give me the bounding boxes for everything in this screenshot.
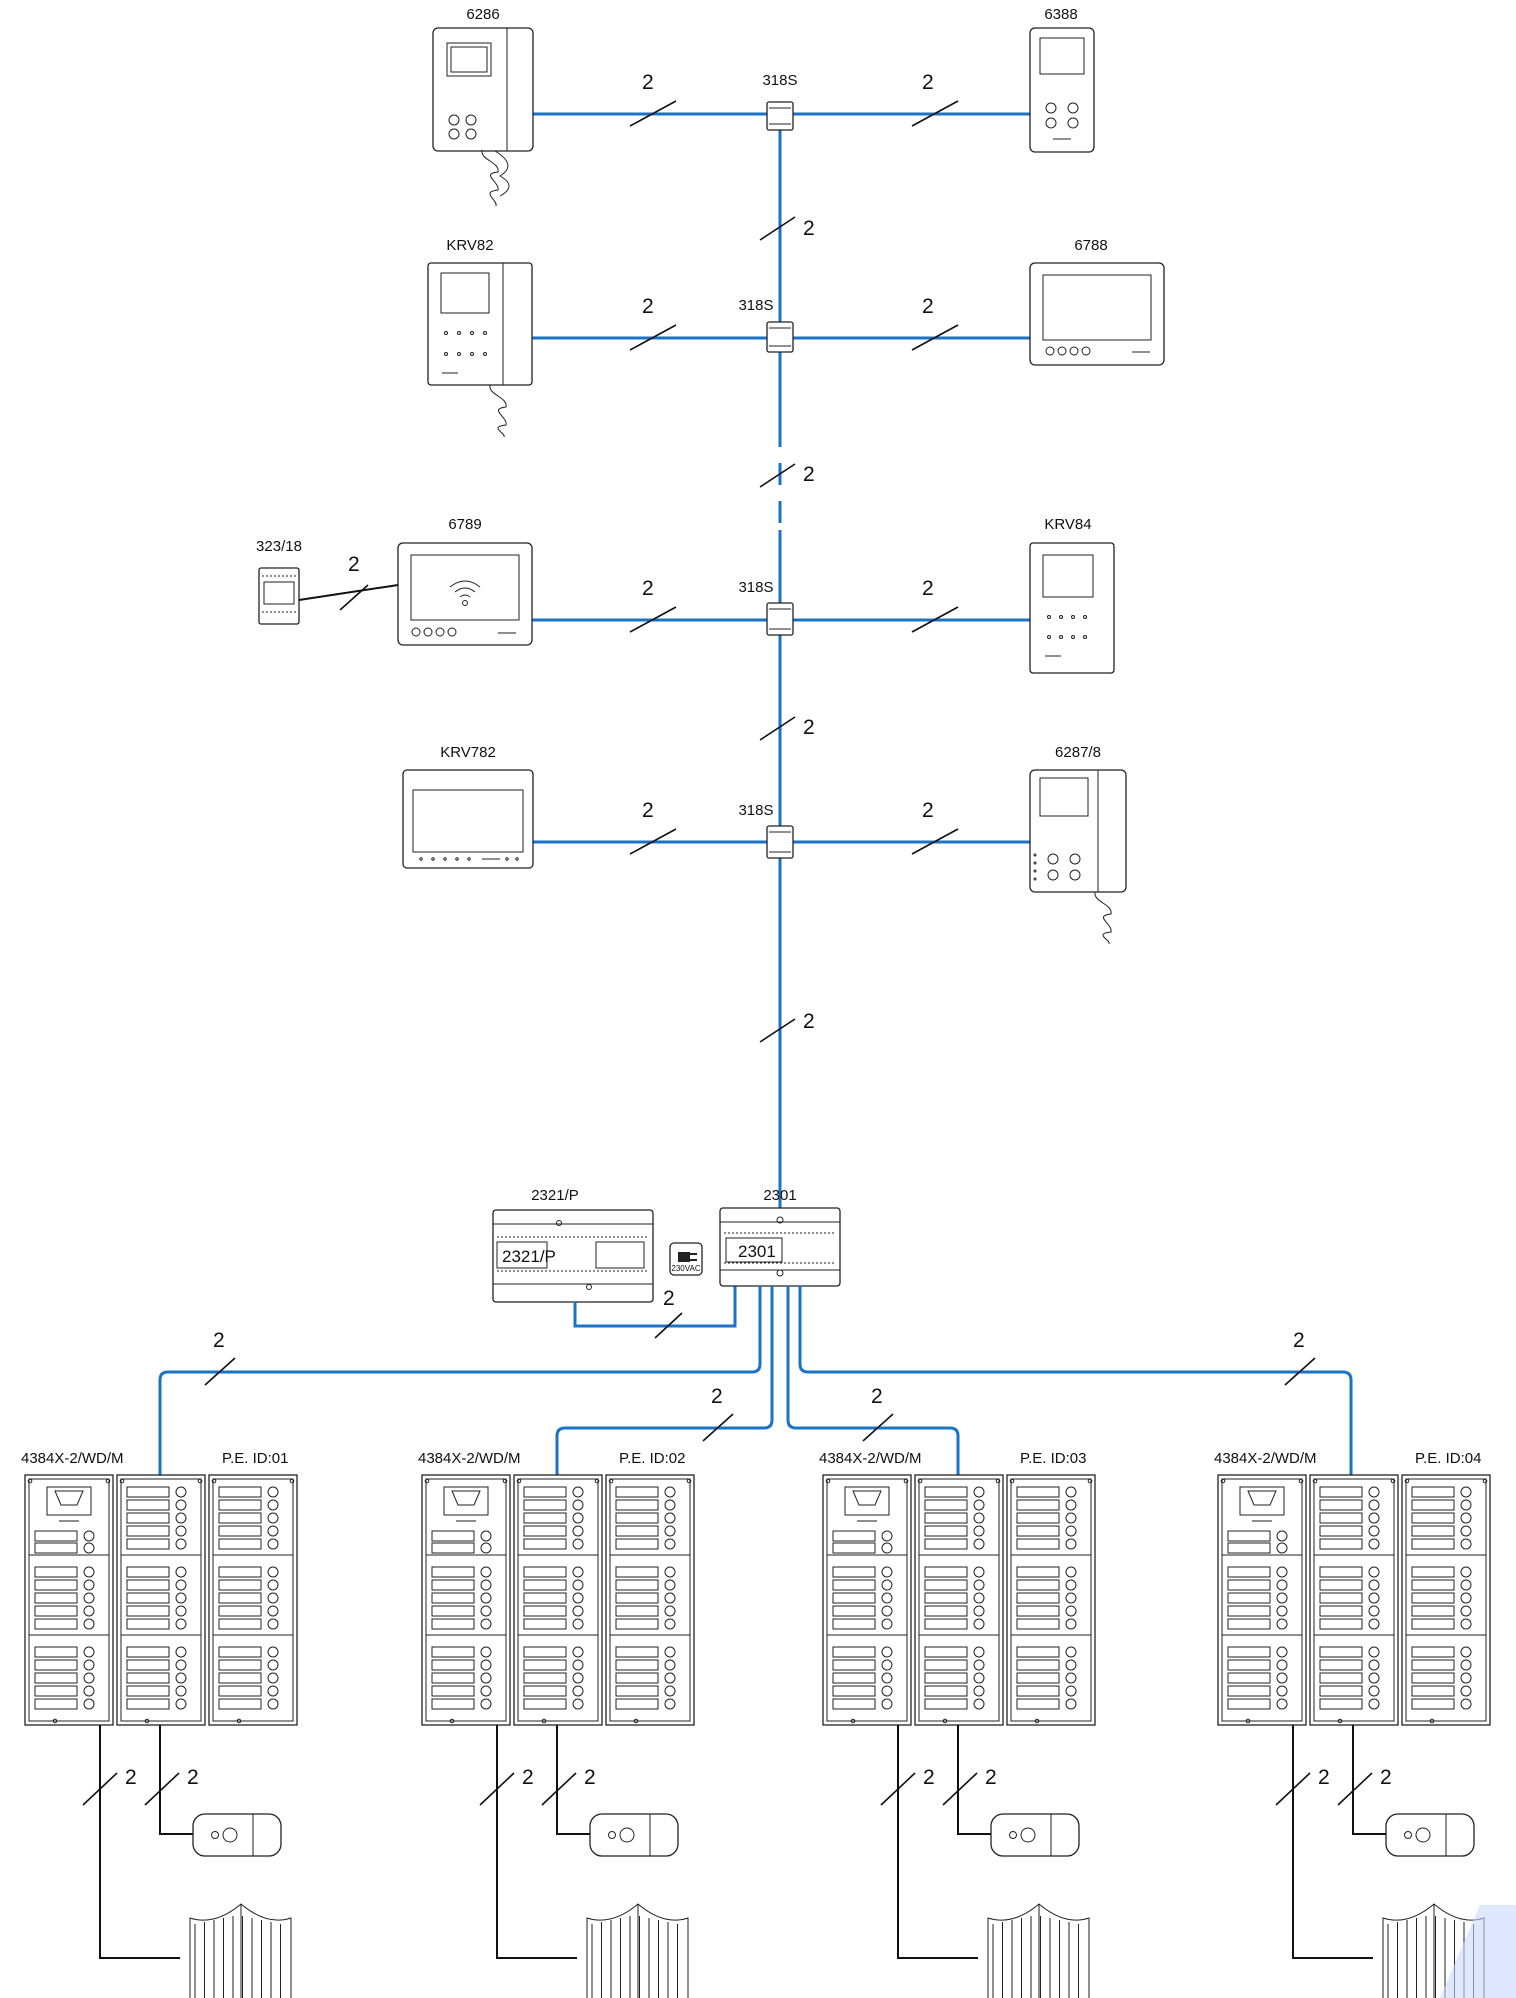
wire-count-16: 2 <box>871 1385 883 1408</box>
label-6788: 6788 <box>1074 237 1107 254</box>
monitor-krv82: KRV82 <box>427 237 533 438</box>
panel-id-1: P.E. ID:01 <box>222 1450 288 1467</box>
monitor-6388: 6388 <box>1029 6 1095 153</box>
controller-2301: 2301 2301 <box>719 1187 841 1287</box>
panel-id-2: P.E. ID:02 <box>619 1450 685 1467</box>
panel-model-4: 4384X-2/WD/M <box>1214 1450 1317 1467</box>
panel-wire-count-camera-2: 2 <box>584 1766 596 1789</box>
wire-count-1: 2 <box>642 71 654 94</box>
panel-wire-count-camera-4: 2 <box>1380 1766 1392 1789</box>
wire-count-11: 2 <box>642 799 654 822</box>
label-318s-3: 318S <box>738 579 773 596</box>
entrance-panel-4: 4384X-2/WD/M P.E. ID:04 2 2 <box>1214 1450 1491 1998</box>
panel-wire-count-gate-3: 2 <box>923 1766 935 1789</box>
camera-icon <box>1385 1813 1475 1857</box>
label-318s-1: 318S <box>762 72 797 89</box>
camera-icon <box>589 1813 679 1857</box>
label-2301: 2301 <box>763 1187 796 1204</box>
panel-model-2: 4384X-2/WD/M <box>418 1450 521 1467</box>
wire-count-5: 2 <box>922 295 934 318</box>
wire-count-14: 2 <box>213 1329 225 1352</box>
panel-wire-count-gate-1: 2 <box>125 1766 137 1789</box>
label-318s-4: 318S <box>738 802 773 819</box>
entrance-panel-3: 4384X-2/WD/M P.E. ID:03 2 2 <box>819 1450 1096 1998</box>
power-plug-icon: 230VAC <box>669 1242 703 1276</box>
monitor-6286: 6286 <box>432 6 534 207</box>
box-text-2321p: 2321/P <box>502 1247 556 1266</box>
label-318s-2: 318S <box>738 297 773 314</box>
monitor-6287-8: 6287/8 <box>1029 744 1127 945</box>
wire-count-7: 2 <box>348 553 360 576</box>
camera-icon <box>990 1813 1080 1857</box>
panel-id-3: P.E. ID:03 <box>1020 1450 1086 1467</box>
wire-count-2321p: 2 <box>663 1287 675 1310</box>
distributor-318s-3: 318S <box>738 579 794 636</box>
gate-icon <box>189 1903 292 1998</box>
label-6287-8: 6287/8 <box>1055 744 1101 761</box>
label-6388: 6388 <box>1044 6 1077 23</box>
power-supply-2321p: 2321/P 2321/P 2 <box>492 1187 737 1339</box>
entrance-panels: 4384X-2/WD/M P.E. ID:01 2 2 4384X-2/WD/M P.E.… <box>21 1450 1491 1998</box>
camera-icon <box>192 1813 282 1857</box>
label-krv84: KRV84 <box>1044 516 1091 533</box>
wifi-icon <box>449 580 481 606</box>
panel-model-1: 4384X-2/WD/M <box>21 1450 124 1467</box>
panel-wire-count-camera-1: 2 <box>187 1766 199 1789</box>
relay-323-18: 323/18 <box>256 538 399 625</box>
wire-count-marks: 2 2 2 2 2 2 2 2 2 2 2 2 2 2 2 2 2 <box>204 71 1316 1442</box>
wire-count-13: 2 <box>803 1010 815 1033</box>
panel-wire-count-camera-3: 2 <box>985 1766 997 1789</box>
wire-count-9: 2 <box>922 577 934 600</box>
wire-count-12: 2 <box>922 799 934 822</box>
bus-backbone <box>532 112 1030 1208</box>
distributor-318s-1: 318S <box>762 72 798 131</box>
wire-count-2: 2 <box>922 71 934 94</box>
monitor-krv84: KRV84 <box>1029 516 1115 674</box>
label-6286: 6286 <box>466 6 499 23</box>
box-text-2301: 2301 <box>738 1242 776 1261</box>
wire-count-15: 2 <box>711 1385 723 1408</box>
label-2321p: 2321/P <box>531 1187 579 1204</box>
distributor-318s-4: 318S <box>738 802 794 859</box>
watermark-shape <box>1440 1905 1516 1998</box>
wire-count-17: 2 <box>1293 1329 1305 1352</box>
label-6789: 6789 <box>448 516 481 533</box>
wire-count-6: 2 <box>803 463 815 486</box>
wire-count-4: 2 <box>642 295 654 318</box>
monitor-6788: 6788 <box>1029 237 1165 366</box>
wire-count-3: 2 <box>803 217 815 240</box>
monitor-krv782: KRV782 <box>402 744 534 869</box>
panel-model-3: 4384X-2/WD/M <box>819 1450 922 1467</box>
gate-icon <box>586 1903 689 1998</box>
label-230vac: 230VAC <box>671 1264 700 1273</box>
monitor-6789: 6789 <box>397 516 533 646</box>
label-krv782: KRV782 <box>440 744 496 761</box>
wire-count-8: 2 <box>642 577 654 600</box>
label-323-18: 323/18 <box>256 538 302 555</box>
entrance-panel-2: 4384X-2/WD/M P.E. ID:02 2 2 <box>418 1450 695 1998</box>
bus-to-panels <box>158 1286 1353 1475</box>
panel-wire-count-gate-4: 2 <box>1318 1766 1330 1789</box>
panel-wire-count-gate-2: 2 <box>522 1766 534 1789</box>
gate-icon <box>987 1903 1090 1998</box>
wire-count-10: 2 <box>803 716 815 739</box>
entrance-panel-1: 4384X-2/WD/M P.E. ID:01 2 2 <box>21 1450 298 1998</box>
distributor-318s-2: 318S <box>738 297 794 353</box>
label-krv82: KRV82 <box>446 237 493 254</box>
panel-id-4: P.E. ID:04 <box>1415 1450 1481 1467</box>
